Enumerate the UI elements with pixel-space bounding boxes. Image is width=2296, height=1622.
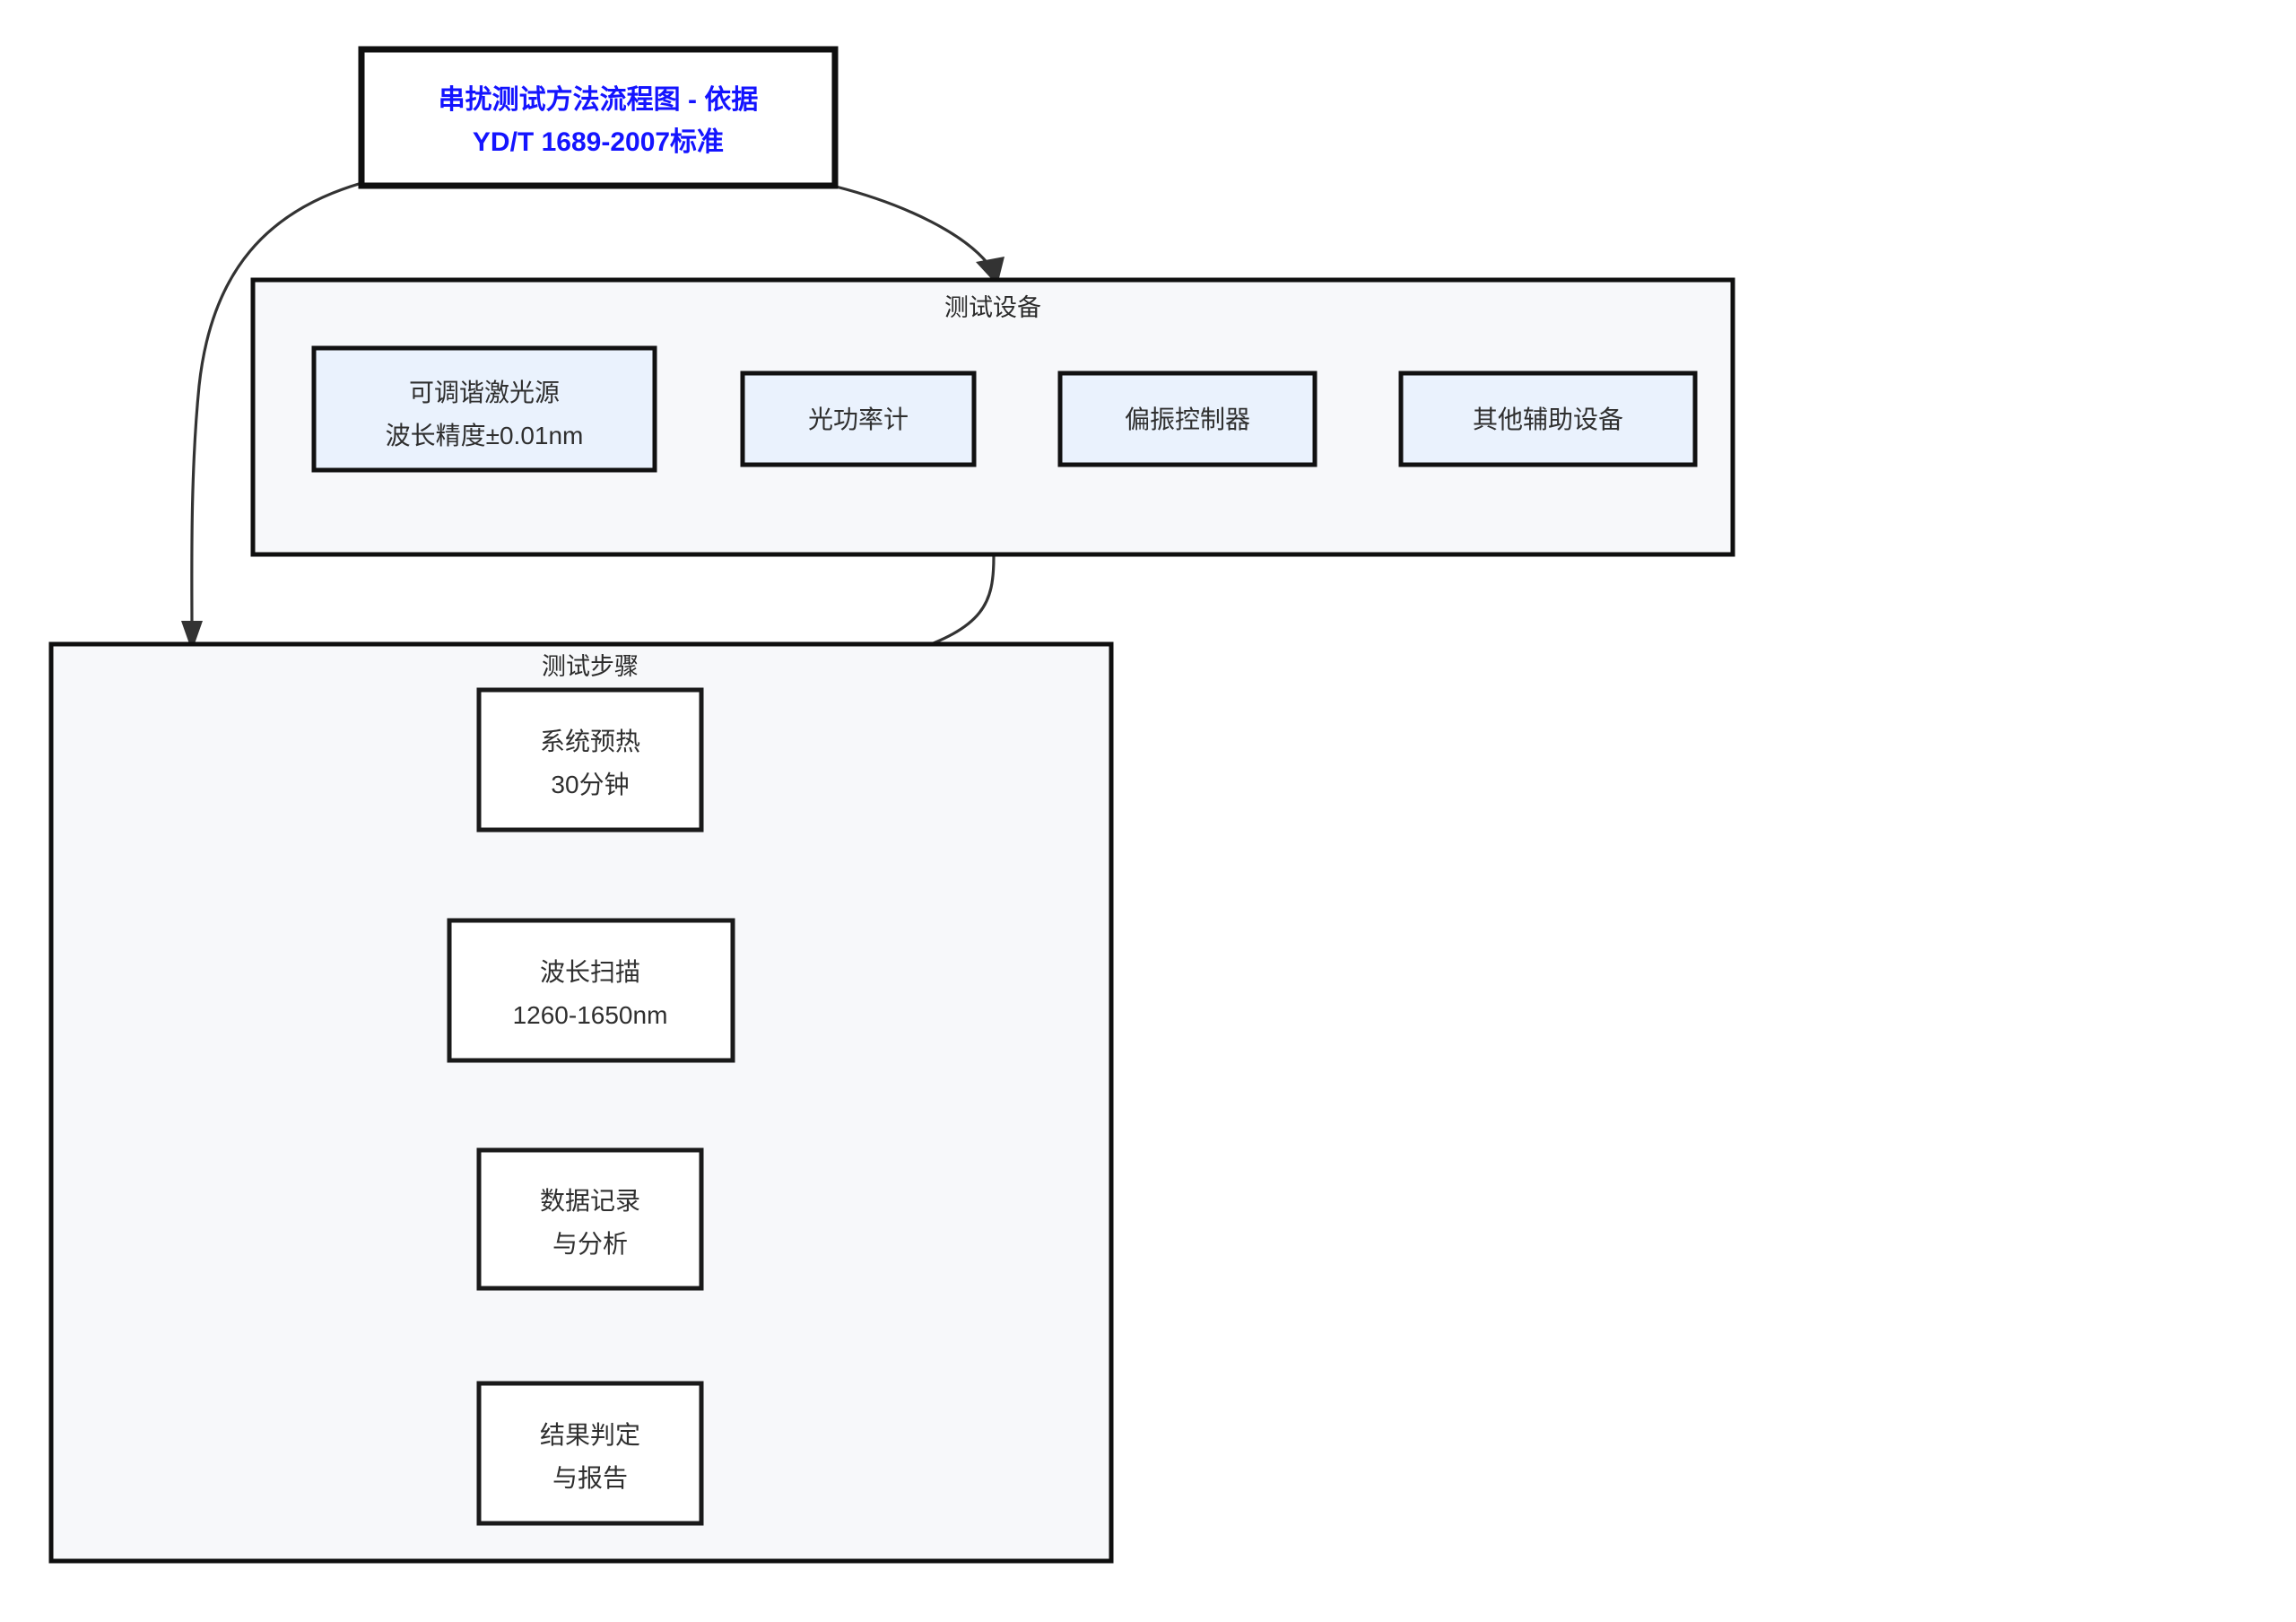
node-data-record-line1: 数据记录 [540, 1187, 640, 1215]
cluster-equipment: 测试设备 可调谐激光源 波长精度±0.01nm 光功率计 偏振控制器 其他辅助设… [250, 277, 1735, 557]
node-warmup[interactable]: 系统预热 30分钟 [476, 687, 704, 833]
node-other-aux[interactable]: 其他辅助设备 [1398, 371, 1698, 467]
node-laser-line1: 可调谐激光源 [409, 379, 560, 406]
node-polarization-controller-rect[interactable] [1057, 371, 1318, 467]
node-wavelength-scan[interactable]: 波长扫描 1260-1650nm [447, 918, 735, 1063]
node-result-report-line1: 结果判定 [540, 1421, 640, 1449]
node-title-line1: 串扰测试方法流程图 - 依据 [439, 84, 759, 115]
edge-title-to-equipment [835, 185, 1004, 285]
cluster-steps-label: 测试步骤 [542, 653, 639, 680]
node-title-line2: YD/T 1689-2007标准 [473, 127, 724, 157]
node-power-meter-rect[interactable] [740, 371, 977, 467]
node-laser-rect[interactable] [311, 345, 657, 473]
node-other-aux-label: 其他辅助设备 [1473, 406, 1623, 433]
node-data-record-rect[interactable] [476, 1147, 704, 1291]
node-other-aux-rect[interactable] [1398, 371, 1698, 467]
node-data-record-line2: 与分析 [552, 1230, 628, 1258]
node-warmup-line1: 系统预热 [540, 728, 640, 755]
node-warmup-rect[interactable] [476, 687, 704, 833]
node-power-meter[interactable]: 光功率计 [740, 371, 977, 467]
cluster-equipment-label: 测试设备 [944, 294, 1041, 321]
node-polarization-controller-label: 偏振控制器 [1125, 406, 1250, 433]
node-power-meter-label: 光功率计 [808, 406, 909, 433]
node-title-rect[interactable] [358, 46, 839, 189]
edge-title-to-steps [181, 182, 360, 651]
node-data-record[interactable]: 数据记录 与分析 [476, 1147, 704, 1291]
cluster-steps: 测试步骤 系统预热 30分钟 波长扫描 1260-1650nm 数据记录 与分析 [48, 641, 1114, 1564]
node-laser-line2: 波长精度±0.01nm [386, 422, 584, 449]
node-result-report-line2: 与报告 [552, 1464, 628, 1492]
node-wavelength-scan-line1: 波长扫描 [540, 958, 640, 986]
node-result-report-rect[interactable] [476, 1381, 704, 1526]
node-warmup-line2: 30分钟 [551, 771, 629, 798]
node-title[interactable]: 串扰测试方法流程图 - 依据 YD/T 1689-2007标准 [358, 46, 839, 189]
node-polarization-controller[interactable]: 偏振控制器 [1057, 371, 1318, 467]
node-result-report[interactable]: 结果判定 与报告 [476, 1381, 704, 1526]
node-wavelength-scan-rect[interactable] [447, 918, 735, 1063]
node-laser[interactable]: 可调谐激光源 波长精度±0.01nm [311, 345, 657, 473]
node-wavelength-scan-line2: 1260-1650nm [513, 1001, 668, 1029]
